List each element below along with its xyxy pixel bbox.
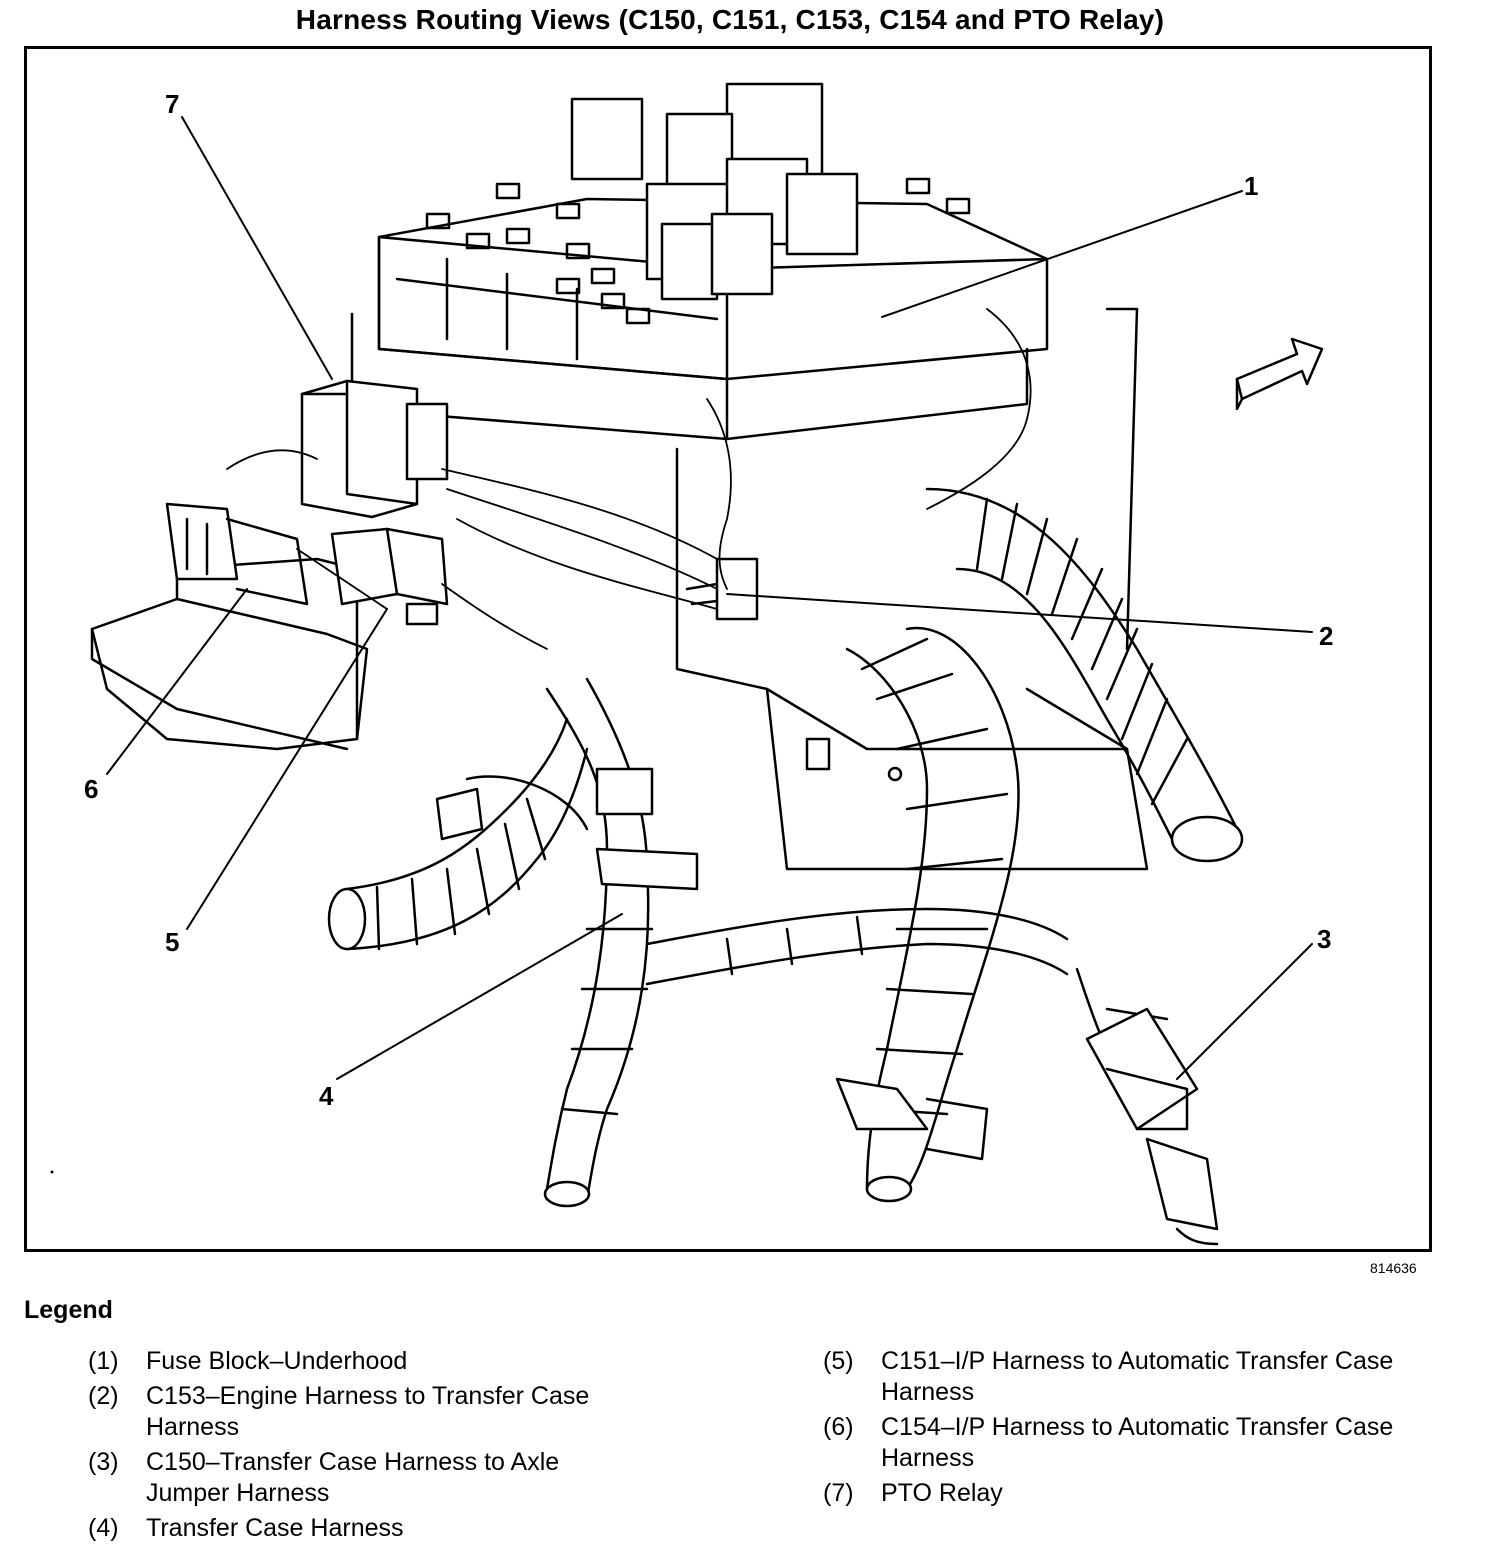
leader-4 [336, 913, 623, 1080]
c151-connector [330, 527, 449, 626]
support-plate [675, 307, 1149, 871]
callout-leaders [106, 116, 1313, 1080]
callout-7: 7 [165, 89, 180, 119]
legend-text: C150–Transfer Case Harness to Axle Jumpe… [146, 1448, 560, 1507]
legend-item: (1) Fuse Block–Underhood [88, 1346, 708, 1377]
leader-6 [106, 588, 248, 775]
harness-illustration: 1 2 3 4 5 6 7 [24, 46, 1432, 1252]
legend-number: (7) [823, 1479, 854, 1507]
legend-text: Transfer Case Harness [146, 1514, 404, 1542]
signal-wires [226, 308, 1032, 650]
page-title: Harness Routing Views (C150, C151, C153,… [295, 4, 1165, 35]
leader-5 [186, 608, 388, 930]
callout-2: 2 [1319, 621, 1334, 651]
callout-5: 5 [165, 927, 180, 957]
pto-relay [300, 379, 449, 519]
figure-id: 814636 [1370, 1260, 1417, 1276]
corrugated-conduit-left [327, 717, 589, 951]
legend-item: (3) C150–Transfer Case Harness to Axle J… [88, 1447, 708, 1509]
corrugated-conduit-center [835, 626, 1020, 1203]
legend-item: (2) C153–Engine Harness to Transfer Case… [88, 1381, 708, 1443]
legend-heading: Legend [24, 1296, 113, 1324]
transfer-case-harness [543, 677, 1069, 1208]
c150-connector [1075, 967, 1219, 1246]
legend-item: (7) PTO Relay [823, 1478, 1443, 1509]
fuse-block-underhood [350, 82, 1049, 441]
callout-4: 4 [319, 1081, 334, 1111]
c153-connector [685, 557, 759, 621]
callout-3: 3 [1317, 924, 1332, 954]
c154-connector [165, 502, 309, 606]
corrugated-conduit-right [925, 487, 1244, 863]
legend-text: C153–Engine Harness to Transfer Case Har… [146, 1382, 590, 1441]
legend-item: (4) Transfer Case Harness [88, 1513, 708, 1544]
legend-number: (4) [88, 1514, 119, 1542]
legend-column-right: (5) C151–I/P Harness to Automatic Transf… [823, 1346, 1443, 1513]
legend-text: C151–I/P Harness to Automatic Transfer C… [881, 1347, 1394, 1406]
legend-text: Fuse Block–Underhood [146, 1347, 408, 1375]
leader-3 [1176, 943, 1313, 1080]
legend-number: (5) [823, 1347, 854, 1375]
leader-2 [726, 593, 1313, 633]
harness-drawing [50, 82, 1324, 1246]
legend-item: (5) C151–I/P Harness to Automatic Transf… [823, 1346, 1443, 1408]
callout-1: 1 [1244, 171, 1259, 201]
callout-6: 6 [84, 774, 99, 804]
legend-number: (1) [88, 1347, 119, 1375]
legend-text: PTO Relay [881, 1479, 1003, 1507]
leader-7 [181, 116, 333, 380]
legend-column-left: (1) Fuse Block–Underhood (2) C153–Engine… [88, 1346, 708, 1548]
mounting-bracket [90, 557, 369, 751]
leader-1 [881, 190, 1243, 318]
legend-text: C154–I/P Harness to Automatic Transfer C… [881, 1413, 1394, 1472]
legend-number: (2) [88, 1382, 119, 1410]
forward-arrow-icon [1235, 337, 1324, 411]
legend-number: (6) [823, 1413, 854, 1441]
legend-number: (3) [88, 1448, 119, 1476]
legend-item: (6) C154–I/P Harness to Automatic Transf… [823, 1412, 1443, 1474]
